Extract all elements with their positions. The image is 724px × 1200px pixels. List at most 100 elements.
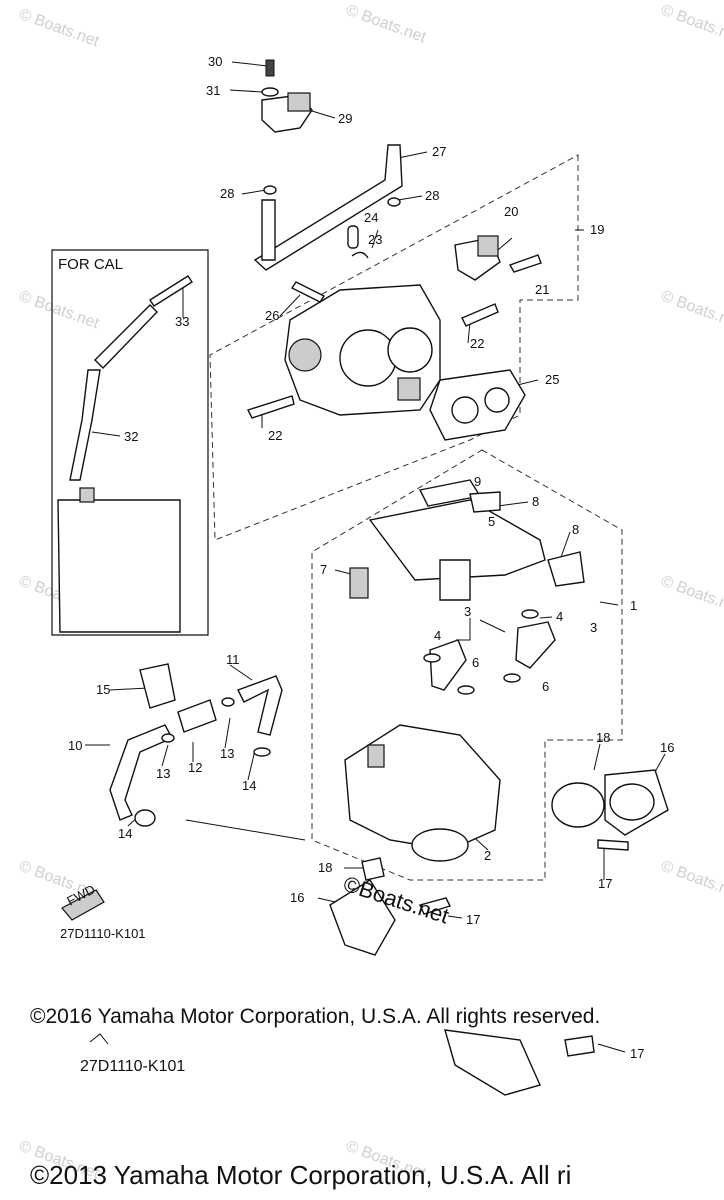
callout-10: 10: [68, 738, 82, 753]
clip-15: [139, 663, 176, 709]
watermark: © Boats.net: [659, 2, 724, 47]
manifold-port: [411, 828, 469, 862]
callout-29: 29: [338, 111, 352, 126]
callout-18b: 18: [318, 860, 332, 875]
callout-5: 5: [488, 514, 495, 529]
injector-3b: [429, 639, 467, 691]
callout-25: 25: [545, 372, 559, 387]
callout-28a: 28: [220, 186, 234, 201]
joint-16-repeat: [444, 1029, 541, 1096]
throttle-pulley: [288, 338, 322, 372]
callout-14b: 14: [242, 778, 256, 793]
canister-port: [79, 487, 95, 503]
watermark: © Boats.net: [659, 573, 724, 618]
callout-28b: 28: [425, 188, 439, 203]
callout-6a: 6: [472, 655, 479, 670]
diagram-code: 27D1110-K101: [60, 926, 146, 941]
callout-8a: 8: [532, 494, 539, 509]
clamp-18b: [361, 857, 385, 881]
for-cal-label: FOR CAL: [58, 256, 124, 273]
callout-2: 2: [484, 848, 491, 863]
copyright-main: ©2016 Yamaha Motor Corporation, U.S.A. A…: [30, 1005, 601, 1028]
bolt-17a: [597, 839, 629, 851]
callout-17a: 17: [598, 876, 612, 891]
manifold-stud: [367, 744, 385, 768]
injector-group-outline: [311, 449, 623, 881]
fitting-12: [177, 699, 217, 733]
callout-13b: 13: [220, 746, 234, 761]
clamp-28a: [263, 185, 277, 195]
screw-30: [265, 59, 275, 77]
clip-23: [351, 251, 369, 259]
bolt-7: [349, 567, 369, 599]
clamp-14b: [253, 747, 271, 757]
callout-22b: 22: [268, 428, 282, 443]
canister: [57, 499, 181, 633]
bolt-21: [508, 254, 542, 273]
throttle-sensor-connector: [397, 377, 421, 401]
callout-17b: 17: [466, 912, 480, 927]
throttle-bore-right: [387, 327, 433, 373]
injector-3: [515, 621, 556, 669]
clamp-33: [149, 275, 193, 307]
clamp-18: [551, 782, 605, 828]
copyright-bottom: ©2013 Yamaha Motor Corporation, U.S.A. A…: [30, 1160, 572, 1190]
callout-11: 11: [226, 652, 240, 667]
callout-14a: 14: [118, 826, 132, 841]
cap-24: [347, 225, 359, 249]
washer-31: [261, 87, 279, 97]
callout-18a: 18: [596, 730, 610, 745]
callout-16b: 16: [290, 890, 304, 905]
watermark: © Boats.net: [17, 288, 102, 333]
callout-8b: 8: [572, 522, 579, 537]
watermark: © Boats.net: [344, 2, 429, 47]
callout-27: 27: [432, 144, 446, 159]
callout-22a: 22: [470, 336, 484, 351]
callout-32: 32: [124, 429, 138, 444]
gasket-hole-1: [451, 396, 479, 424]
callout-1: 1: [630, 598, 637, 613]
gasket-hole-2: [484, 387, 510, 413]
clamp-28b: [387, 197, 401, 207]
callout-13a: 13: [156, 766, 170, 781]
callout-4b: 4: [434, 628, 441, 643]
callout-30: 30: [208, 54, 222, 69]
bolt-17-repeat: [564, 1035, 595, 1057]
callout-3b: 3: [590, 620, 597, 635]
o-ring-4a: [521, 609, 539, 619]
o-ring-6b: [457, 685, 475, 695]
bolt-17b: [419, 897, 451, 915]
callout-26: 26: [265, 308, 279, 323]
callout-12: 12: [188, 760, 202, 775]
callouts: 30 31 29 27 28 28 24 23 20 19 21 26 33 2…: [64, 54, 674, 1061]
callout-21: 21: [535, 282, 549, 297]
callout-17c: 17: [630, 1046, 644, 1061]
hose-stub: [261, 199, 276, 261]
callout-3a: 3: [464, 604, 471, 619]
joint-16a-bore: [609, 783, 655, 821]
bracket-8b: [547, 551, 585, 587]
callout-33: 33: [175, 314, 189, 329]
screw-22a: [461, 303, 499, 327]
diagram-code-repeat: 27D1110-K101: [80, 1058, 186, 1075]
watermark: © Boats.net: [17, 6, 102, 51]
hose-11: [237, 675, 283, 736]
callout-6b: 6: [542, 679, 549, 694]
callout-15: 15: [96, 682, 110, 697]
callout-4a: 4: [556, 609, 563, 624]
joint-16b: [329, 879, 396, 956]
throttle-bore-left: [339, 329, 397, 387]
fwd-arrow: [61, 889, 105, 921]
sensor-20-connector: [477, 235, 499, 257]
callout-24: 24: [364, 210, 378, 225]
callout-9: 9: [474, 474, 481, 489]
bracket-8a: [469, 491, 501, 513]
hose-10: [109, 724, 173, 821]
watermark: © Boats.net: [659, 858, 724, 903]
clamp-13a: [161, 733, 175, 743]
callout-19: 19: [590, 222, 604, 237]
watermark: © Boats.net: [659, 288, 724, 333]
o-ring-6a: [503, 673, 521, 683]
clamp-13b: [221, 697, 235, 707]
